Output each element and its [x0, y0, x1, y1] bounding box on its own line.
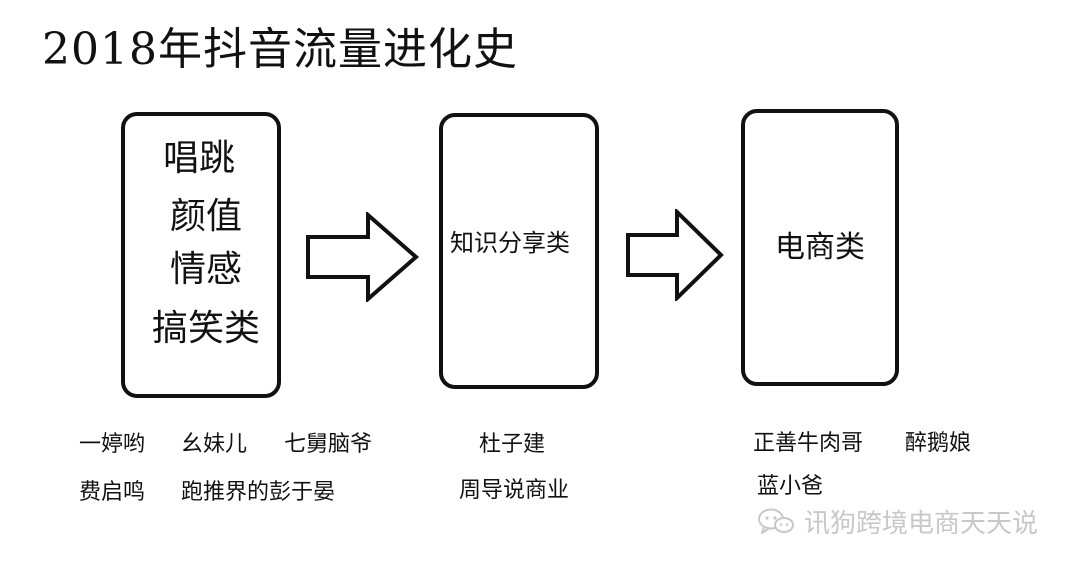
- example-creator: 杜子建: [479, 432, 546, 457]
- stage-3-label: 电商类: [775, 230, 865, 265]
- example-creator: 跑推界的彭于晏: [181, 480, 336, 505]
- right-arrow-icon: [626, 209, 724, 301]
- example-creator: 正善牛肉哥: [753, 431, 864, 456]
- wechat-icon: [758, 508, 794, 534]
- example-creator: 幺妹儿: [181, 432, 248, 457]
- stage-1-line-1: 唱跳: [163, 138, 236, 179]
- example-creator: 七舅脑爷: [284, 432, 373, 457]
- watermark: 讯狗跨境电商天天说: [756, 504, 1039, 539]
- stage-box-2: [439, 113, 599, 389]
- stage-1-line-4: 搞笑类: [152, 308, 261, 349]
- stage-1-line-3: 情感: [170, 249, 243, 290]
- example-creator: 一婷哟: [79, 432, 146, 457]
- stage-box-1: [121, 112, 281, 398]
- right-arrow-icon: [306, 212, 420, 302]
- stage-1-line-2: 颜值: [170, 196, 243, 237]
- watermark-text: 讯狗跨境电商天天说: [804, 508, 1039, 539]
- example-creator: 费启鸣: [79, 480, 146, 505]
- page-title: 2018年抖音流量进化史: [42, 24, 518, 75]
- stage-box-3: [741, 109, 899, 386]
- example-creator: 周导说商业: [459, 478, 570, 503]
- example-creator: 醉鹅娘: [905, 431, 972, 456]
- example-creator: 蓝小爸: [757, 474, 824, 499]
- stage-2-label: 知识分享类: [450, 229, 570, 257]
